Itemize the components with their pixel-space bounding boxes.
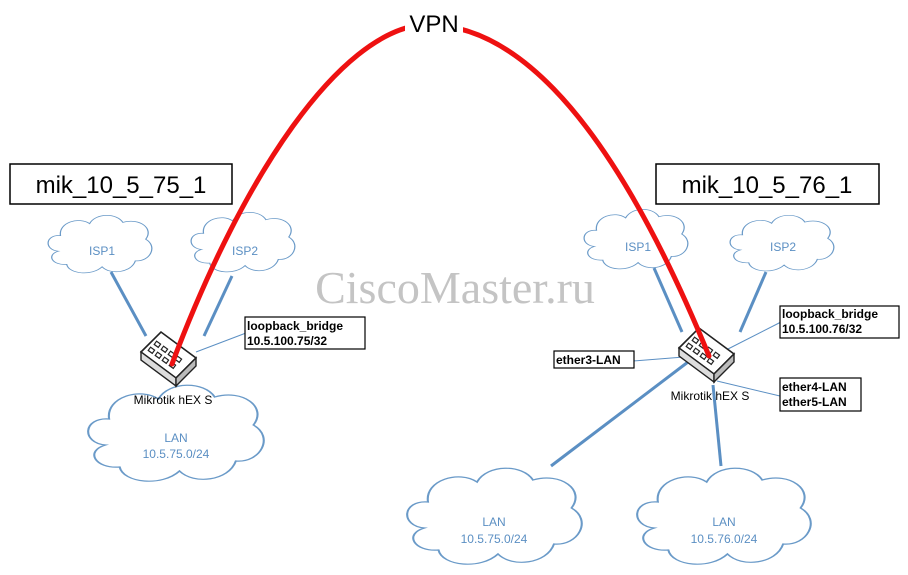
right-ether5-label: ether5-LAN	[782, 395, 847, 409]
left-isp2-label: ISP2	[232, 244, 258, 258]
right-isp2-label: ISP2	[770, 240, 796, 254]
left-loopback-box	[244, 316, 366, 350]
right-loopback-pointer	[727, 321, 782, 350]
right-lan2-cloud: LAN 10.5.76.0/24	[637, 468, 811, 564]
right-lan2-link	[711, 384, 723, 467]
left-lan-cloud: LAN 10.5.75.0/24	[88, 385, 264, 481]
left-loopback-ip: 10.5.100.75/32	[247, 334, 327, 348]
vpn-tunnel	[169, 22, 712, 367]
right-ether45-box	[779, 377, 862, 412]
right-isp2-cloud: ISP2	[730, 215, 834, 271]
right-lan2-net: 10.5.76.0/24	[691, 532, 758, 546]
left-isp1-cloud: ISP1	[48, 215, 152, 273]
right-lan1-cloud: LAN 10.5.75.0/24	[407, 468, 582, 564]
left-isp2-link	[202, 275, 234, 337]
right-loopback-name: loopback_bridge	[782, 307, 878, 321]
vpn-label: VPN	[409, 11, 458, 38]
right-isp1-label: ISP1	[625, 240, 651, 254]
left-title-box	[9, 163, 233, 205]
left-isp1-link	[109, 271, 148, 337]
left-title: mik_10_5_75_1	[36, 172, 207, 199]
right-ether3-label: ether3-LAN	[556, 353, 621, 367]
right-title: mik_10_5_76_1	[682, 172, 853, 199]
right-lan1-link	[550, 360, 689, 468]
right-lan1-name: LAN	[482, 515, 505, 529]
right-loopback-ip: 10.5.100.76/32	[782, 322, 862, 336]
right-ether3-box	[553, 350, 635, 369]
watermark: CiscoMaster.ru	[315, 262, 595, 313]
right-loopback-box	[779, 305, 900, 339]
left-lan-name: LAN	[164, 431, 187, 445]
vpn-label-bg	[405, 8, 463, 36]
right-isp2-link	[738, 271, 768, 333]
left-loopback-name: loopback_bridge	[247, 319, 343, 333]
left-isp1-label: ISP1	[89, 244, 115, 258]
right-isp1-cloud: ISP1	[584, 209, 688, 268]
left-router-label: Mikrotik hEX S	[134, 393, 213, 407]
right-ether4-label: ether4-LAN	[782, 380, 847, 394]
left-loopback-pointer	[195, 332, 247, 353]
right-ether45-pointer	[716, 380, 781, 397]
right-title-box	[655, 163, 880, 205]
right-isp1-link	[652, 267, 684, 333]
right-lan1-net: 10.5.75.0/24	[461, 532, 528, 546]
right-router-icon	[677, 326, 736, 384]
left-router-icon	[139, 330, 198, 388]
right-ether3-pointer	[632, 356, 685, 362]
left-lan-net: 10.5.75.0/24	[143, 447, 210, 461]
right-router-label: Mikrotik hEX S	[671, 389, 750, 403]
right-lan2-name: LAN	[712, 515, 735, 529]
left-isp2-cloud: ISP2	[191, 212, 295, 271]
